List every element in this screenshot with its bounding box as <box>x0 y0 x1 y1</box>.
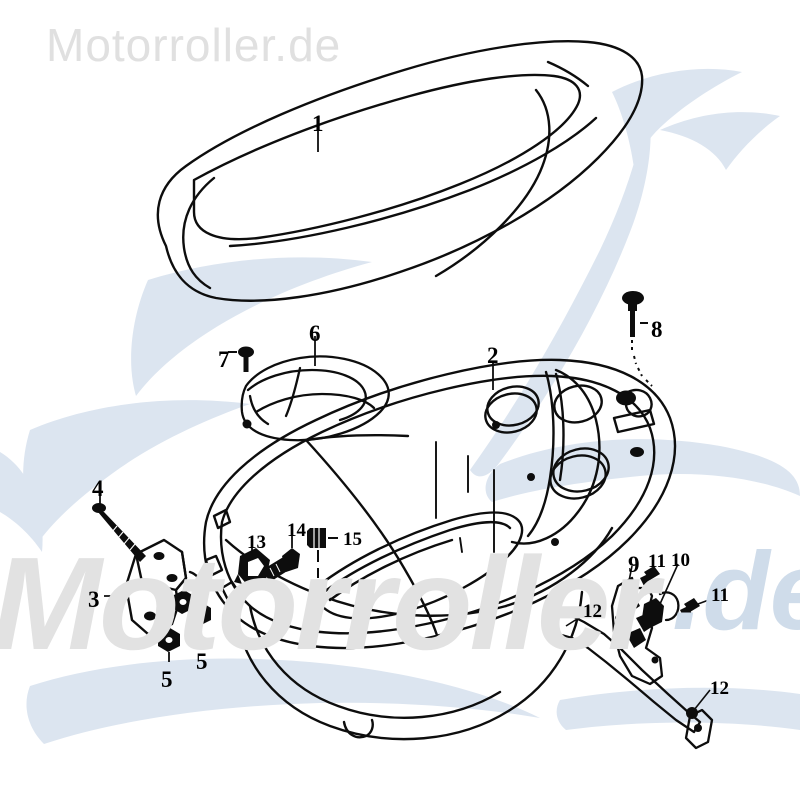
part-seat-lock-bracket <box>542 576 714 750</box>
watermark-big-text: Motorroller <box>0 530 659 677</box>
callout-fuel-filler-lid-cover: 6 <box>309 321 321 346</box>
callout-seat-assembly: 1 <box>312 111 324 136</box>
part-flange-nut-b <box>189 602 211 644</box>
part-lock-screw-b <box>680 598 700 618</box>
callout-cable-clip: 13 <box>247 532 266 553</box>
part-hex-flange-bolt <box>262 536 300 582</box>
callout-hinge-bolt-long: 4 <box>92 476 104 501</box>
part-lock-screw-a <box>640 566 660 586</box>
callout-cover-screw: 7 <box>218 347 230 372</box>
callout-bracket-bolt: 12 <box>583 601 602 622</box>
leaders-lock-group <box>565 563 715 711</box>
part-seat-assembly <box>156 40 644 302</box>
callout-rubber-grommet: 15 <box>343 529 362 550</box>
callout-flange-nut: 5 <box>161 667 173 692</box>
part-cover-screw <box>228 346 254 372</box>
callout-flange-nut: 5 <box>196 649 208 674</box>
callout-box-mounting-bolt: 8 <box>651 317 663 342</box>
callout-hex-flange-bolt: 14 <box>287 520 306 541</box>
part-flange-nut-a <box>158 628 180 662</box>
part-flange-nut-c <box>172 590 194 614</box>
callout-helmet-storage-box: 2 <box>487 343 499 368</box>
watermark-domain-suffix: .de <box>672 530 800 653</box>
part-rubber-grommet <box>307 528 338 592</box>
part-helmet-storage-box <box>188 358 677 741</box>
part-hinge-bolt-long <box>92 494 146 562</box>
callout-seat-lock-assembly: 9 <box>628 552 640 577</box>
part-cable-clip <box>234 546 270 586</box>
part-bracket-bolt-b <box>686 707 698 719</box>
watermark-top-text: Motorroller.de <box>46 19 342 71</box>
part-filler-lid-cover <box>240 355 390 442</box>
callout-lock-spring-pin: 10 <box>671 550 690 571</box>
part-box-mounting-bolt <box>622 291 653 387</box>
callout-seat-hinge-bracket: 3 <box>88 587 100 612</box>
callout-lock-screw: 11 <box>711 585 729 606</box>
callout-bracket-bolt: 12 <box>710 678 729 699</box>
callout-lock-screw: 11 <box>648 551 666 572</box>
